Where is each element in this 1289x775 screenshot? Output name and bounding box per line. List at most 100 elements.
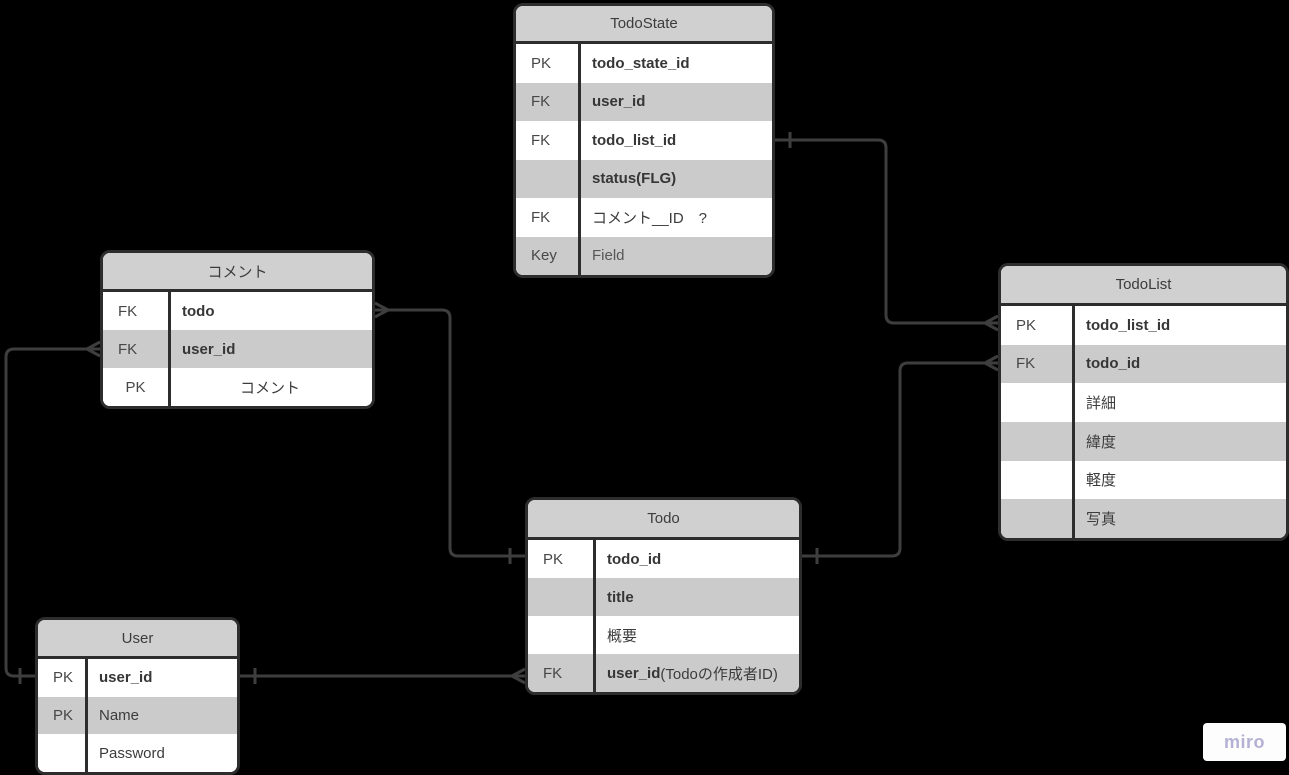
table-row: PK todo_list_id — [1001, 306, 1286, 345]
field-name: 緯度 — [1086, 433, 1117, 451]
table-row: Key Field — [516, 236, 772, 276]
table-row: status(FLG) — [516, 159, 772, 199]
field-cell[interactable]: user_id(Todoの作成者ID) — [593, 654, 799, 692]
miro-watermark-badge: miro — [1203, 723, 1286, 761]
key-label: PK — [531, 54, 552, 72]
field-cell[interactable]: todo_list_id — [578, 121, 772, 160]
field-name: todo — [182, 302, 215, 320]
crow-foot-marker — [984, 321, 999, 332]
key-label: FK — [118, 340, 138, 358]
key-cell[interactable]: FK — [528, 654, 593, 692]
key-cell[interactable]: FK — [516, 198, 578, 237]
field-name: user_id — [607, 664, 661, 682]
crow-foot-marker — [374, 301, 389, 312]
field-cell[interactable]: todo_state_id — [578, 44, 772, 83]
key-label: PK — [1016, 316, 1037, 334]
key-cell[interactable]: FK — [516, 121, 578, 160]
key-cell[interactable]: PK — [528, 540, 593, 578]
field-cell[interactable]: user_id — [578, 83, 772, 122]
table-row: FK user_id(Todoの作成者ID) — [528, 654, 799, 692]
key-label: Key — [531, 247, 557, 265]
column-divider — [168, 292, 171, 406]
field-cell[interactable]: todo — [168, 292, 372, 330]
field-cell[interactable]: コメント__ID ? — [578, 198, 772, 237]
field-cell[interactable]: Field — [578, 237, 772, 276]
key-label: FK — [531, 208, 551, 226]
key-label: PK — [543, 550, 564, 568]
field-cell[interactable]: user_id — [85, 659, 237, 697]
field-cell[interactable]: todo_id — [593, 540, 799, 578]
key-cell[interactable]: PK — [38, 659, 85, 697]
connector-line — [775, 138, 998, 325]
key-cell[interactable]: FK — [103, 330, 168, 368]
table-title: Todo — [647, 510, 680, 527]
key-cell[interactable]: FK — [516, 83, 578, 122]
key-cell[interactable]: FK — [103, 292, 168, 330]
field-cell[interactable]: Password — [85, 734, 237, 772]
field-name: 写真 — [1086, 511, 1117, 529]
key-label: FK — [118, 302, 138, 320]
field-cell[interactable]: 詳細 — [1072, 383, 1286, 422]
connector-todostate-to-todolist[interactable] — [775, 132, 999, 332]
key-cell[interactable] — [38, 734, 85, 772]
key-cell[interactable] — [528, 616, 593, 654]
table-header[interactable]: Todo — [528, 500, 799, 540]
key-cell[interactable]: FK — [1001, 345, 1072, 384]
field-name: user_id — [99, 669, 153, 687]
field-cell[interactable]: 緯度 — [1072, 422, 1286, 461]
field-cell[interactable]: status(FLG) — [578, 160, 772, 199]
table-row: FK todo_id — [1001, 344, 1286, 384]
field-name: title — [607, 588, 634, 606]
key-cell[interactable] — [1001, 461, 1072, 500]
field-cell[interactable]: 軽度 — [1072, 461, 1286, 500]
field-name: todo_list_id — [592, 131, 677, 149]
key-label: FK — [543, 664, 563, 682]
key-cell[interactable]: PK — [38, 697, 85, 735]
miro-logo-text: miro — [1223, 731, 1265, 752]
key-cell[interactable]: Key — [516, 237, 578, 276]
field-cell[interactable]: user_id — [168, 330, 372, 368]
connector-todo-to-todolist[interactable] — [802, 354, 999, 564]
key-cell[interactable] — [516, 160, 578, 199]
table-row: 写真 — [1001, 499, 1286, 538]
field-cell[interactable]: todo_list_id — [1072, 306, 1286, 345]
field-name: todo_list_id — [1086, 316, 1171, 334]
table-header[interactable]: User — [38, 620, 237, 659]
key-label: FK — [1016, 355, 1036, 373]
connector-comment-to-todo[interactable] — [374, 301, 525, 564]
key-cell[interactable] — [528, 578, 593, 616]
table-header[interactable]: TodoState — [516, 6, 772, 44]
field-cell[interactable]: todo_id — [1072, 345, 1286, 384]
field-cell[interactable]: Name — [85, 697, 237, 735]
connector-user-to-comment[interactable] — [4, 340, 101, 684]
field-cell[interactable]: コメント — [168, 368, 372, 406]
table-title: User — [121, 629, 154, 647]
table-title: TodoList — [1115, 276, 1172, 293]
field-cell[interactable]: 概要 — [593, 616, 799, 654]
key-cell[interactable]: PK — [1001, 306, 1072, 345]
key-cell[interactable] — [1001, 499, 1072, 538]
connector-user-to-todo[interactable] — [240, 667, 526, 685]
field-name: コメント__ID ? — [592, 209, 708, 227]
key-cell[interactable] — [1001, 422, 1072, 461]
table-row: FK user_id — [103, 330, 372, 368]
key-cell[interactable]: PK — [516, 44, 578, 83]
key-cell[interactable] — [1001, 383, 1072, 422]
table-header[interactable]: コメント — [103, 253, 372, 292]
connector-line — [802, 361, 998, 558]
field-cell[interactable]: title — [593, 578, 799, 616]
field-name: 概要 — [607, 627, 638, 645]
column-divider — [593, 540, 596, 692]
key-cell[interactable]: PK — [103, 368, 168, 406]
field-cell[interactable]: 写真 — [1072, 499, 1286, 538]
table-header[interactable]: TodoList — [1001, 266, 1286, 306]
table-row: FK コメント__ID ? — [516, 198, 772, 237]
